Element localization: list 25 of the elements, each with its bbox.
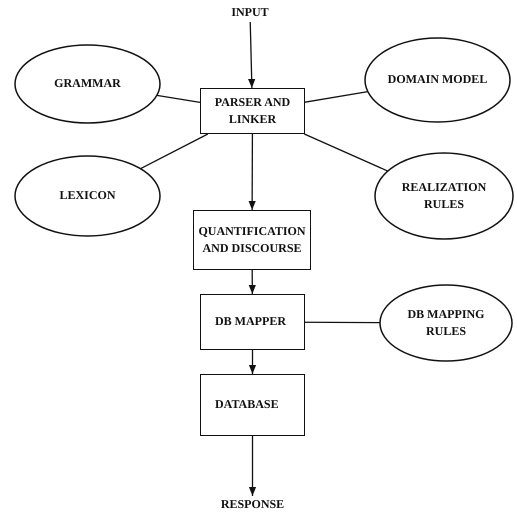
resource-label: REALIZATION RULES xyxy=(400,178,488,213)
connector-line xyxy=(304,133,388,172)
arrow xyxy=(248,350,256,374)
arrow xyxy=(248,22,256,88)
process-box xyxy=(200,294,305,350)
resource-label: DB MAPPING RULES xyxy=(406,306,486,340)
process-box xyxy=(200,374,305,436)
arrow xyxy=(248,134,256,210)
process-label: PARSER AND LINKER xyxy=(214,94,292,128)
flow-label: RESPONSE xyxy=(220,496,284,514)
resource-label: DOMAIN MODEL xyxy=(388,71,488,88)
resource-label: GRAMMAR xyxy=(54,75,121,92)
connector-line xyxy=(156,94,200,104)
arrow xyxy=(248,270,256,294)
connector-line xyxy=(140,133,208,170)
process-box xyxy=(193,210,311,270)
connector-line xyxy=(304,91,368,103)
arrow xyxy=(248,436,256,496)
resource-label: LEXICON xyxy=(59,187,116,204)
connector-line xyxy=(305,322,380,324)
process-label: QUANTIFICATION AND DISCOURSE xyxy=(198,222,306,257)
process-label: DB MAPPER xyxy=(215,313,286,330)
process-label: DATABASE xyxy=(215,396,279,414)
process-box xyxy=(200,88,305,134)
flow-label: INPUT xyxy=(231,4,269,22)
